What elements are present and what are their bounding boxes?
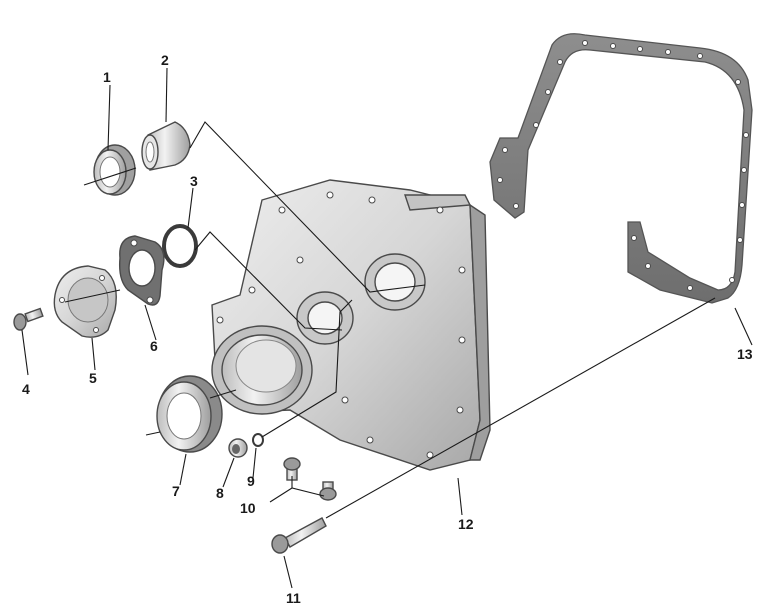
callout-6: 6: [150, 338, 158, 354]
callout-13: 13: [737, 346, 753, 362]
cover-bolt-bosses: [216, 191, 466, 459]
bolt-long: [271, 517, 327, 554]
flange-gasket: [118, 235, 165, 306]
shaft-seal: [156, 375, 223, 453]
bolt-upper: [283, 457, 301, 481]
screw-small: [13, 307, 44, 331]
callout-7: 7: [172, 483, 180, 499]
callout-11: 11: [286, 590, 301, 606]
gasket: [489, 33, 753, 304]
callout-8: 8: [216, 485, 224, 501]
bolts-pair: [283, 457, 337, 501]
callout-10: 10: [240, 500, 256, 516]
callout-12: 12: [458, 516, 474, 532]
bolt-lower: [319, 481, 337, 501]
callout-5: 5: [89, 370, 97, 386]
callout-labels: 1 2 3 4 5 6 7 8 9 10 11 12 13: [22, 52, 753, 606]
bushing: [141, 121, 191, 171]
callout-9: 9: [247, 473, 255, 489]
timing-cover: [211, 179, 491, 471]
callout-4: 4: [22, 381, 30, 397]
o-ring-large: [162, 224, 198, 268]
callout-3: 3: [190, 173, 198, 189]
end-cap: [53, 265, 117, 338]
plug: [228, 438, 248, 458]
seal-ring: [93, 144, 136, 196]
callout-1: 1: [103, 69, 111, 85]
leader-lines: [21, 67, 753, 589]
callout-2: 2: [161, 52, 169, 68]
o-ring-small: [252, 433, 264, 447]
gasket-bolt-holes: [497, 40, 749, 291]
